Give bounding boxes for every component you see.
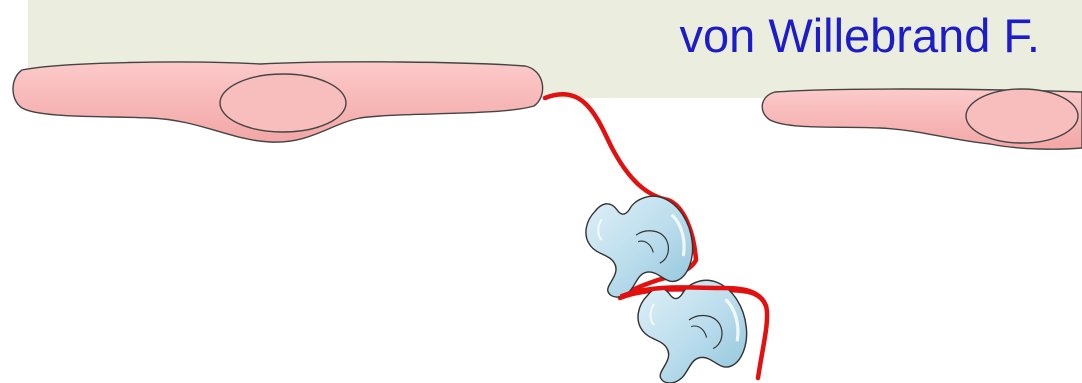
platelet-upper — [584, 194, 695, 299]
nucleus-right — [965, 88, 1079, 144]
endothelial-cell-left — [12, 61, 544, 143]
vwf-strand-front — [619, 285, 769, 309]
slide-title: von Willebrand F. — [679, 9, 1041, 62]
platelet-lower — [636, 278, 749, 383]
endothelial-cell-right — [761, 88, 1082, 150]
nucleus-left — [219, 73, 347, 133]
